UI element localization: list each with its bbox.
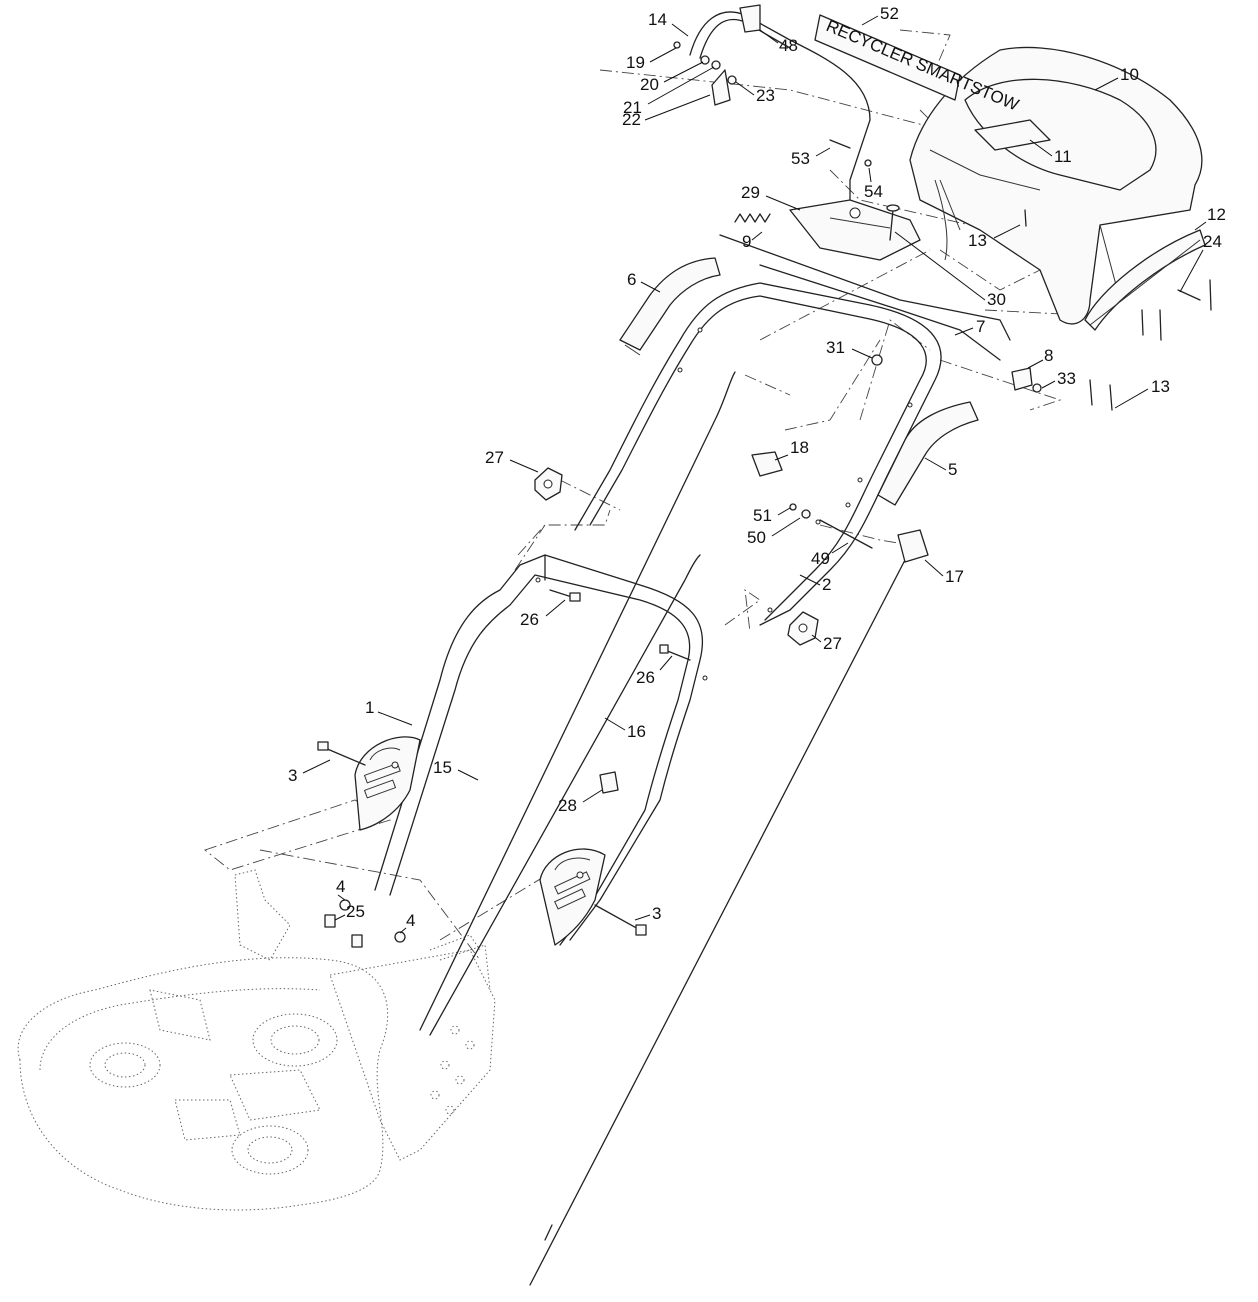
cable-15 [419,371,736,1031]
callout-53: 53 [791,149,810,168]
callout-11: 11 [1054,147,1072,166]
callout-23: 23 [756,86,775,105]
callout-28: 28 [558,796,577,815]
callout-19: 19 [626,53,645,72]
callout-3a: 3 [288,766,297,785]
callout-24: 24 [1203,232,1222,251]
trim-12 [1084,229,1206,331]
callout-15: 15 [433,758,452,777]
callout-1: 1 [365,698,374,717]
callout-3b: 3 [652,904,661,923]
callout-21: 21 [623,98,642,117]
callout-33: 33 [1057,369,1076,388]
cable-17 [529,559,906,1286]
callout-18: 18 [790,438,809,457]
callout-4a: 4 [336,877,345,896]
mower-deck [17,869,496,1211]
callout-50: 50 [747,528,766,547]
callout-16: 16 [627,722,646,741]
callout-30: 30 [987,290,1006,309]
callout-51: 51 [753,506,772,525]
callouts: 1 2 3 3 4 4 5 6 7 8 9 10 11 12 13 13 14 … [288,4,1226,934]
callout-27b: 27 [823,634,842,653]
callout-4b: 4 [406,911,415,930]
callout-7: 7 [976,317,985,336]
callout-10: 10 [1120,65,1139,84]
control-bail [719,199,1011,361]
spring-9 [734,213,771,223]
hardware [317,4,1212,948]
control-housing-10 [909,46,1203,325]
callout-2: 2 [822,575,831,594]
callout-14: 14 [648,10,667,29]
callout-20: 20 [640,75,659,94]
callout-54: 54 [864,182,883,201]
callout-52: 52 [880,4,899,23]
callout-48: 48 [779,36,798,55]
callout-13a: 13 [968,231,987,250]
callout-6: 6 [627,270,636,289]
grip-cover-5 [877,401,979,506]
callout-26b: 26 [636,668,655,687]
upper-handle [574,282,942,626]
callout-17: 17 [945,567,964,586]
callout-13b: 13 [1151,377,1170,396]
callout-5: 5 [948,460,957,479]
pivot-plate-right [539,848,606,946]
callout-8: 8 [1044,346,1053,365]
pivot-plate-left [354,736,421,831]
callout-12: 12 [1207,205,1226,224]
callout-27a: 27 [485,448,504,467]
callout-26a: 26 [520,610,539,629]
callout-25: 25 [346,902,365,921]
cable-16 [429,554,701,1036]
callout-31: 31 [826,338,845,357]
callout-9: 9 [742,232,751,251]
grip-cover-6 [619,257,721,356]
callout-29: 29 [741,183,760,202]
callout-49: 49 [811,549,830,568]
lower-handle [374,554,708,946]
callout-22: 22 [622,110,641,129]
